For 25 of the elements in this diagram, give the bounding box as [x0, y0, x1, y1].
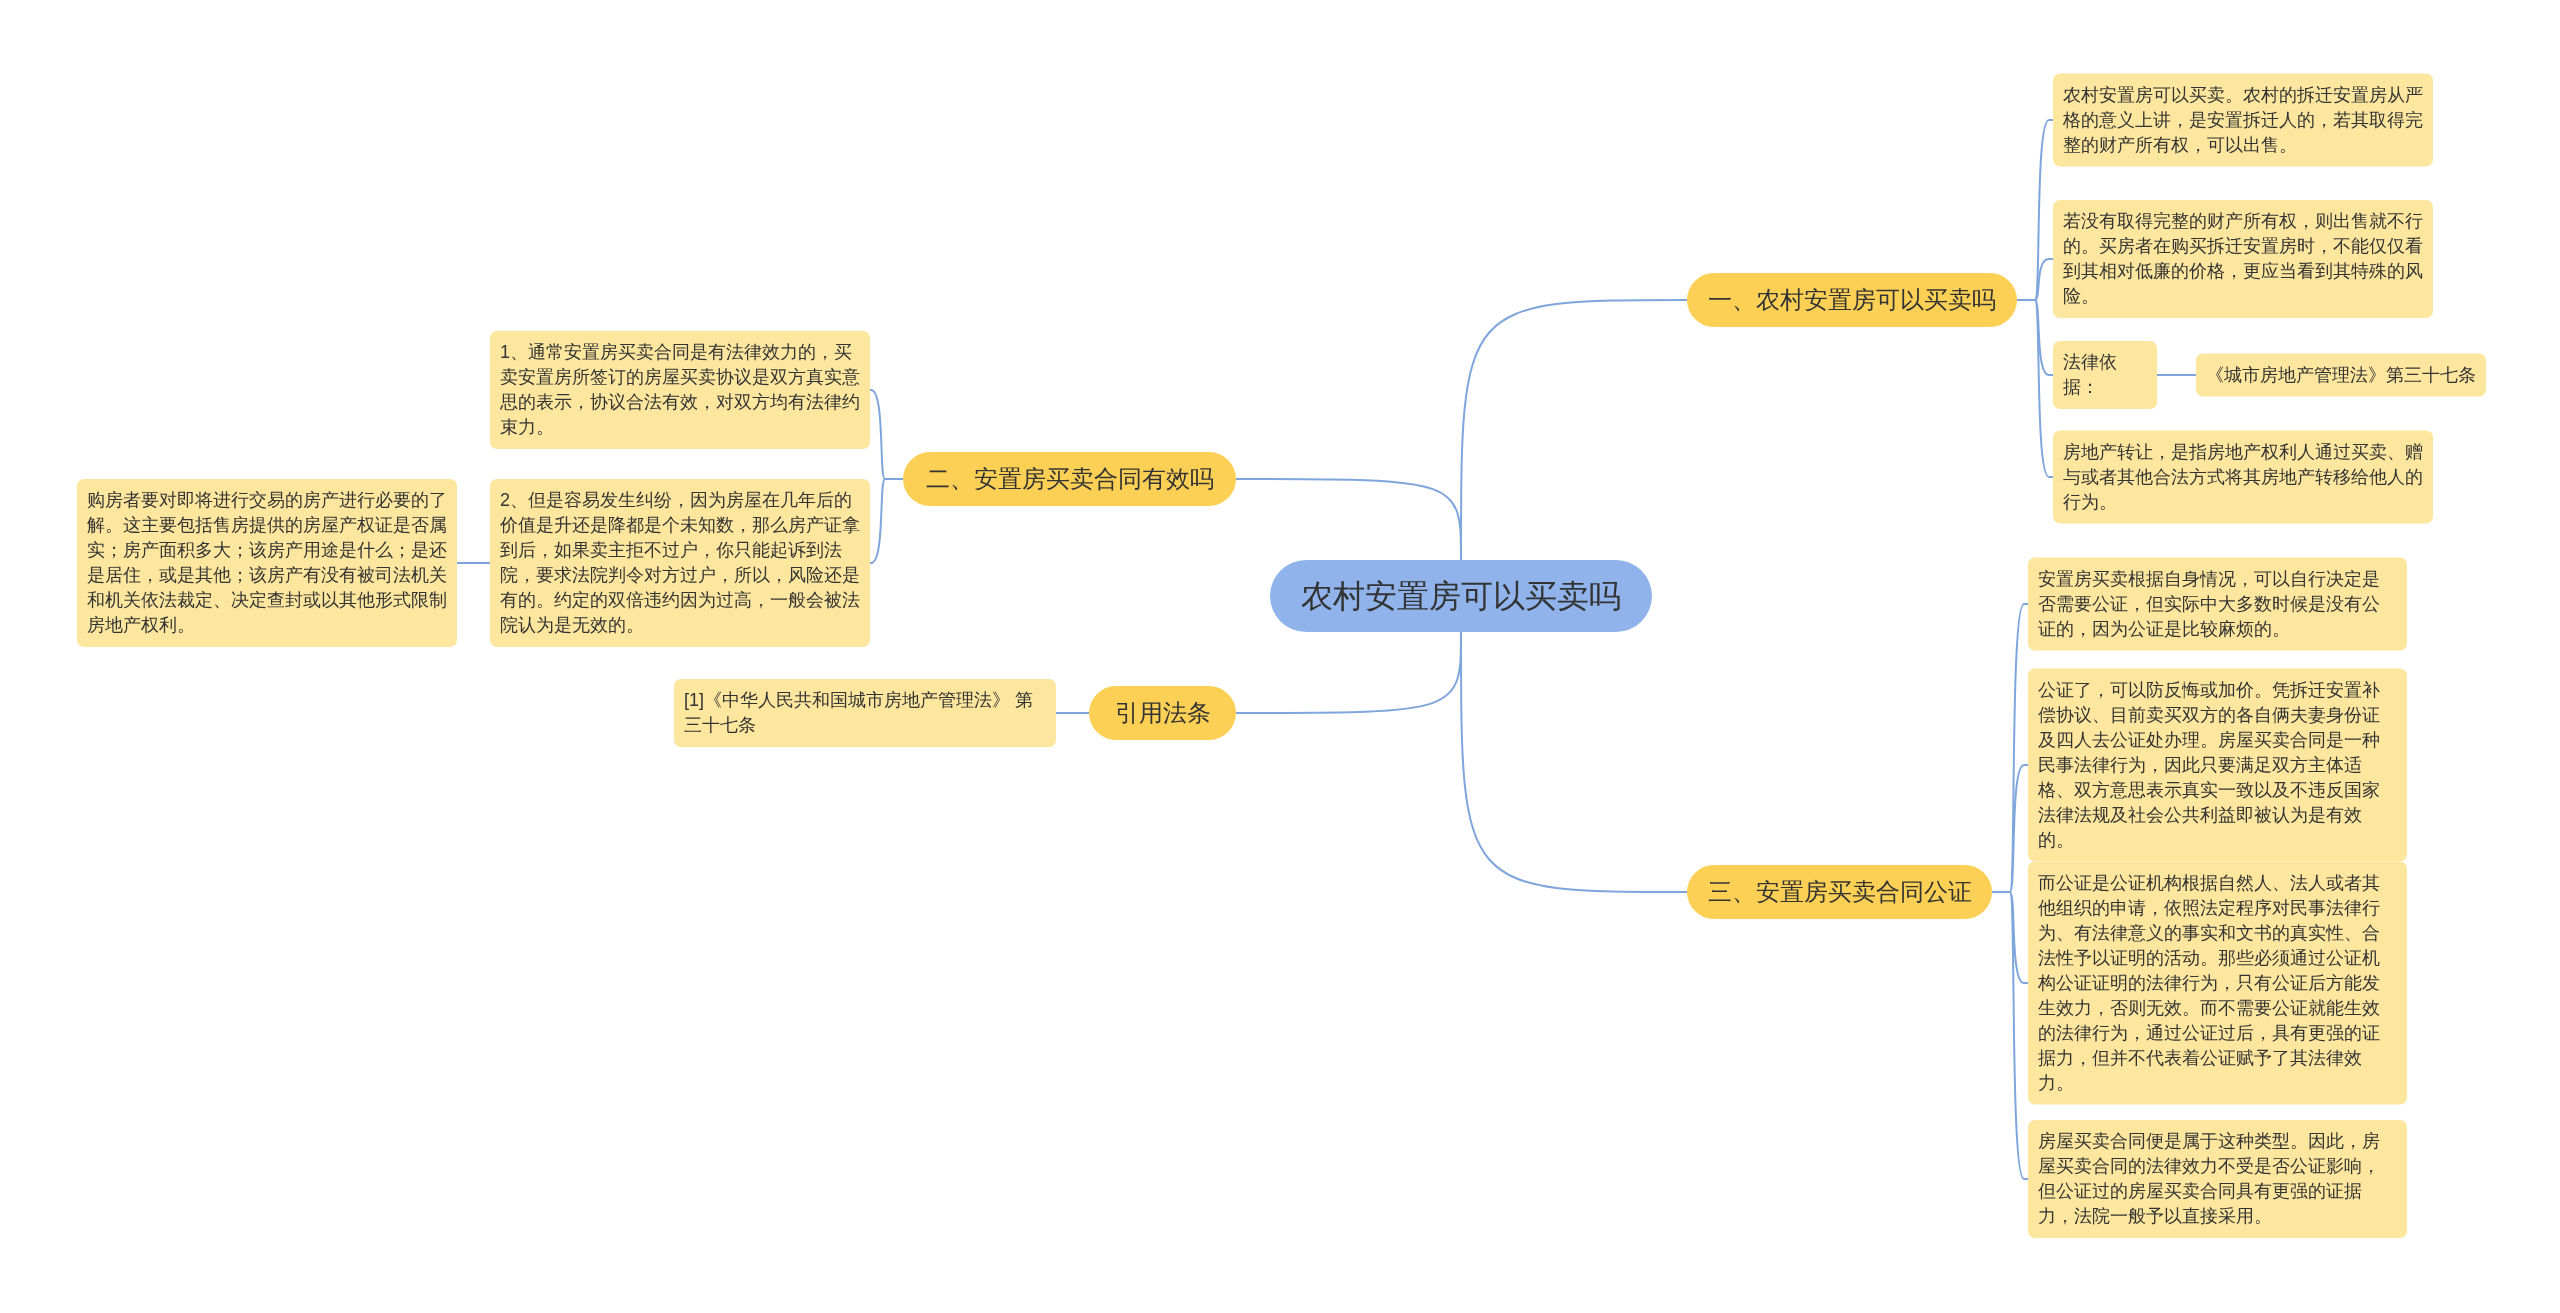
text-card: 《城市房地产管理法》第三十七条	[2196, 353, 2486, 397]
text-card: 安置房买卖根据自身情况，可以自行决定是否需要公证，但实际中大多数时候是没有公证的，因为公证是比较麻烦的。	[2028, 557, 2407, 651]
text-card: [1]《中华人民共和国城市房地产管理法》 第三十七条	[674, 679, 1056, 747]
connector-line	[2156, 374, 2197, 376]
text-card: 2、但是容易发生纠纷，因为房屋在几年后的价值是升还是降都是个未知数，那么房产证拿到后，如果卖主拒不过户，你只能起诉到法院，要求法院判令对方过户，所以，风险还是有的。约定的双倍违约因为过高，一般会被法院认为是无效的。	[490, 479, 870, 647]
text-card: 购房者要对即将进行交易的房产进行必要的了解。这主要包括售房提供的房屋产权证是否属实；房产面积多大；该房产用途是什么；是还是居住，或是其他；该房产有没有被司法机关和机关依法裁定、决定查封或以其他形式限制房地产权利。	[77, 479, 457, 647]
connector-line	[869, 478, 904, 564]
branch-topic: 三、安置房买卖合同公证	[1687, 865, 1992, 919]
connector-line	[1235, 478, 1462, 561]
branch-topic: 二、安置房买卖合同有效吗	[903, 452, 1236, 506]
text-card: 1、通常安置房买卖合同是有法律效力的，买卖安置房所签订的房屋买卖协议是双方真实意思的表示，协议合法有效，对双方均有法律约束力。	[490, 331, 870, 449]
text-card: 公证了，可以防反悔或加价。凭拆迁安置补偿协议、目前卖买双方的各自俩夫妻身份证及四人去公证处办理。房屋买卖合同是一种民事法律行为，因此只要满足双方主体适格、双方意思表示真实一致以及不违反国家法律法规及社会公共利益即被认为是有效的。	[2028, 668, 2407, 862]
text-card: 若没有取得完整的财产所有权，则出售就不行的。买房者在购买拆迁安置房时，不能仅仅看到其相对低廉的价格，更应当看到其特殊的风险。	[2053, 200, 2433, 318]
text-card: 而公证是公证机构根据自然人、法人或者其他组织的申请，依照法定程序对民事法律行为、有法律意义的事实和文书的真实性、合法性予以证明的活动。那些必须通过公证机构公证证明的法律行为，只有公证后方能发生效力，否则无效。而不需要公证就能生效的法律行为，通过公证过后，具有更强的证据力，但并不代表着公证赋予了其法律效力。	[2028, 861, 2407, 1105]
branch-topic: 引用法条	[1089, 686, 1236, 740]
branch-topic: 一、农村安置房可以买卖吗	[1687, 273, 2017, 327]
text-card: 法律依据：	[2053, 341, 2157, 409]
connector-line	[456, 562, 491, 564]
connector-line	[2016, 299, 2054, 478]
connector-line	[1055, 712, 1090, 714]
text-card: 房屋买卖合同便是属于这种类型。因此，房屋买卖合同的法律效力不受是否公证影响，但公证过的房屋买卖合同具有更强的证据力，法院一般予以直接采用。	[2028, 1120, 2407, 1238]
text-card: 农村安置房可以买卖。农村的拆迁安置房从严格的意义上讲，是安置拆迁人的，若其取得完整的财产所有权，可以出售。	[2053, 73, 2433, 167]
connector-line	[1991, 891, 2029, 1180]
central-topic: 农村安置房可以买卖吗	[1270, 560, 1652, 632]
text-card: 房地产转让，是指房地产权利人通过买卖、赠与或者其他合法方式将其房地产转移给他人的行为。	[2053, 430, 2433, 524]
